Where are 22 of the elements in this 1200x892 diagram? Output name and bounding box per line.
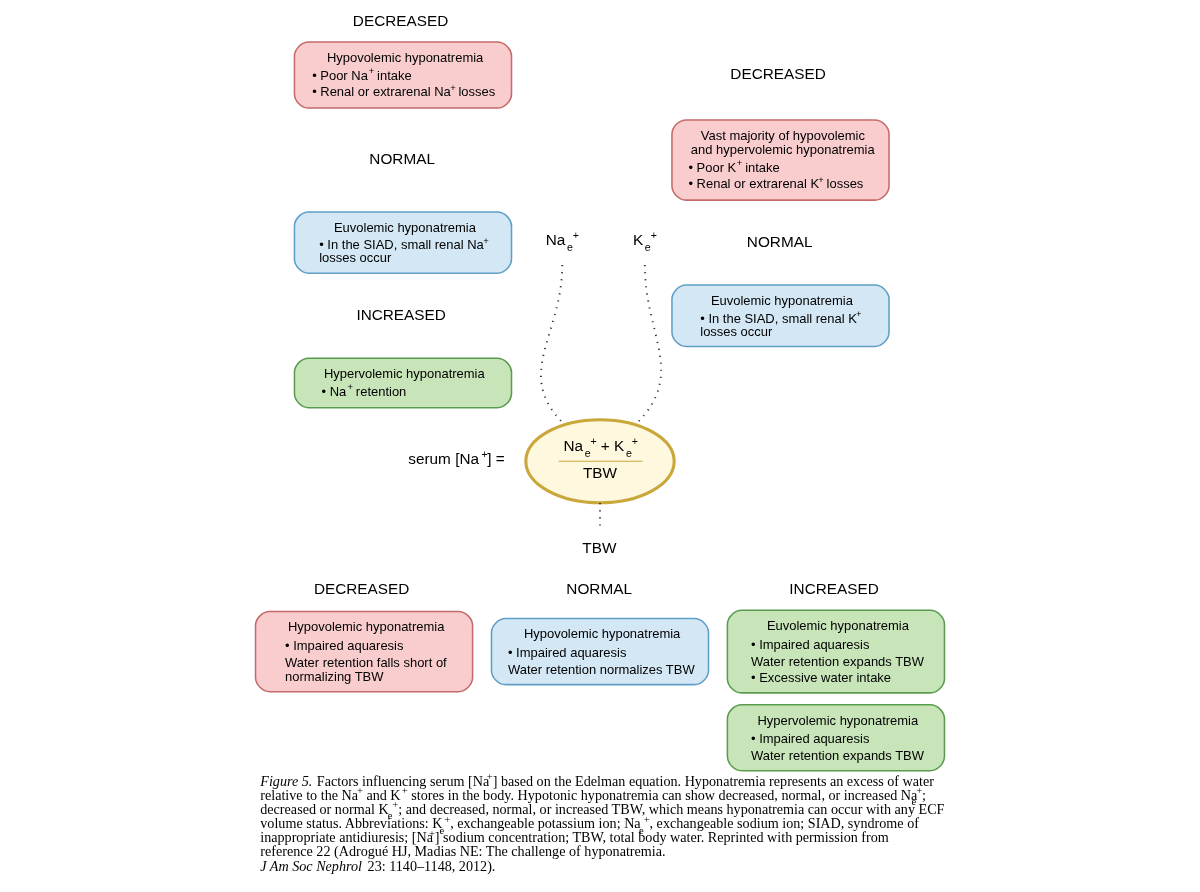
node-box: Euvolemic hyponatremia • In the SIAD, small renal K$^{+}$ losses occur	[671, 283, 890, 347]
node-box: Hypovolemic hyponatremia • Impaired aquaresis Water retention normalizes TBW	[490, 617, 710, 685]
node-box: Hypervolemic hyponatremia • Na$^{+}$ retention	[293, 356, 513, 408]
connector	[540, 263, 565, 424]
node-box: Euvolemic hyponatremia • In the SIAD, small renal Na$^{+}$ losses occur	[293, 210, 513, 274]
node-box: Hypovolemic hyponatremia • Impaired aquaresis Water retention falls short of normalizing TBW	[254, 610, 474, 692]
label: INCREASED	[789, 579, 879, 597]
node-box: Vast majority of hypovolemic and hypervolemic hyponatremia • Poor K$^{+}$ intake • Renal or extrarenal K$^{+}$ losses	[671, 118, 890, 201]
label: NORMAL	[746, 232, 813, 250]
connector	[635, 263, 662, 424]
node-box: Hypovolemic hyponatremia • Poor Na$^{+}$ intake • Renal or extrarenal Na$^{+}$ losses	[293, 40, 513, 109]
label: DECREASED	[313, 579, 410, 597]
label: NORMAL	[369, 149, 435, 167]
node-box: Hypervolemic hyponatremia • Impaired aquaresis Water retention expands TBW	[726, 703, 946, 771]
node-label: serum [Na$^{+}$] =	[408, 447, 505, 467]
label: DECREASED	[730, 64, 826, 82]
label: NORMAL	[566, 579, 632, 597]
label: DECREASED	[352, 11, 449, 29]
label: INCREASED	[356, 305, 446, 323]
connector	[599, 501, 601, 528]
node-box: Euvolemic hyponatremia • Impaired aquaresis Water retention expands TBW • Excessive water intake	[726, 609, 946, 694]
node-text: TBW	[582, 538, 617, 556]
